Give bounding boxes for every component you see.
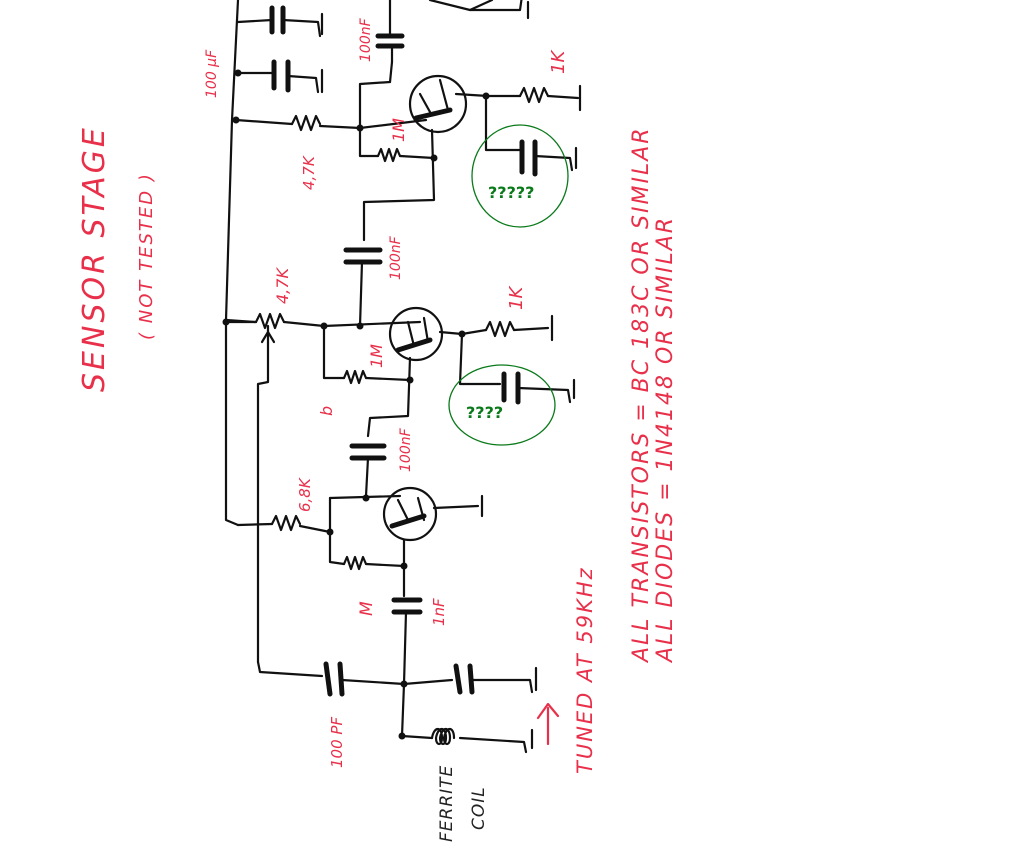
label-c-1nf: 1nF — [430, 598, 448, 626]
label-c-top: 100 µF — [204, 49, 220, 98]
tuned-arrow-icon — [536, 702, 560, 746]
label-r-6k8: 6,8K — [296, 477, 314, 512]
label-r-1k-top: 1K — [548, 50, 569, 74]
coupling-cap-1 — [343, 247, 383, 328]
coil-label: COIL — [469, 786, 489, 830]
supply-rail — [222, 0, 257, 527]
stage-title: SENSOR STAGE — [77, 125, 112, 392]
label-r-4k7-pot: 4,7K — [273, 267, 292, 304]
unknown-cap-1 — [471, 94, 578, 228]
stage-1-load — [484, 84, 582, 112]
ferrite-label: FERRITE — [437, 765, 457, 842]
label-c-top-right: 100nF — [358, 17, 374, 62]
label-r-m: M — [357, 601, 377, 616]
unknown-cap-1-note: ????? — [488, 183, 534, 202]
stage-3 — [236, 486, 484, 686]
label-c-100nf-low: 100nF — [398, 427, 414, 472]
diode-note: ALL DIODES = 1N4148 OR SIMILAR — [653, 216, 678, 664]
label-c-100nf-mid: 100nF — [388, 235, 404, 280]
unknown-cap-2-note: ???? — [466, 403, 503, 422]
label-r-4k7-top: 4,7K — [300, 155, 318, 190]
transistor-note: ALL TRANSISTORS = BC 183C OR SIMILAR — [629, 126, 654, 664]
label-r-1k-mid: 1K — [506, 286, 527, 310]
stage-2 — [224, 306, 466, 664]
top-decoupling-caps — [236, 5, 324, 94]
input-tank — [256, 660, 538, 754]
label-misc-b: b — [317, 406, 336, 416]
stage-1 — [234, 0, 530, 242]
stage-2-load — [460, 314, 554, 342]
label-c-100pf: 100 PF — [328, 717, 346, 768]
label-r-1m-top: 1M — [389, 118, 408, 142]
label-r-1m-mid: 1M — [367, 344, 386, 368]
tuned-label: TUNED AT 59KHz — [573, 566, 597, 774]
coupling-cap-2 — [349, 443, 387, 498]
unknown-cap-2 — [448, 332, 576, 446]
stage-subtitle: ( NOT TESTED ) — [136, 172, 157, 340]
